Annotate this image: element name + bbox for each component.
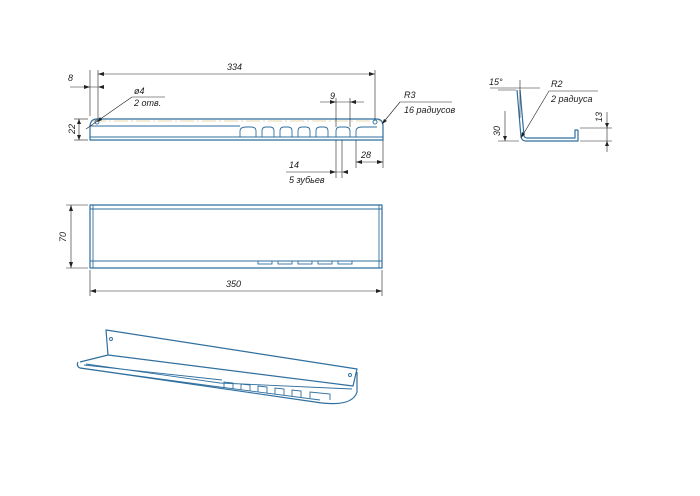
arrow — [77, 119, 81, 124]
arrow — [97, 117, 102, 122]
dim-teeth-count: 5 зубьев — [289, 175, 325, 185]
slot — [355, 126, 377, 137]
dim-corner-radius: R3 — [404, 90, 416, 100]
arrow — [356, 160, 362, 164]
arrow — [90, 289, 96, 293]
mounting-hole — [94, 119, 100, 125]
dim-length: 350 — [226, 279, 241, 289]
dim-bend-radius: R2 — [551, 79, 563, 89]
front-view — [89, 118, 384, 141]
arrow — [330, 170, 336, 174]
arrow — [330, 100, 336, 104]
arrow — [521, 132, 525, 138]
arrow — [605, 123, 609, 128]
iso-lip-top — [83, 364, 223, 381]
slot — [297, 126, 311, 137]
isometric-view — [76, 329, 358, 405]
slot — [223, 381, 234, 389]
dim-angle: 15° — [489, 77, 503, 87]
iso-floor-inner — [85, 363, 353, 390]
dim-wall-height: 30 — [492, 126, 502, 136]
slot — [315, 126, 329, 137]
iso-lip-bottom — [79, 367, 321, 401]
slot — [257, 385, 268, 393]
arrow — [69, 262, 73, 268]
iso-mounting-hole — [109, 337, 113, 341]
dim-lip-height: 13 — [594, 112, 604, 122]
section-profile-inner — [519, 89, 578, 139]
dim-hole: ø4 — [134, 86, 145, 96]
slot — [274, 387, 285, 395]
section-profile-outer — [516, 89, 579, 142]
slot — [317, 260, 333, 265]
slot — [257, 260, 273, 265]
arrow — [503, 136, 507, 141]
leader-bend-radius — [520, 90, 550, 139]
arrow — [605, 141, 609, 146]
slot — [309, 391, 331, 400]
dim-left-offset: 8 — [68, 73, 73, 83]
dim-right-offset: 28 — [360, 150, 371, 160]
dim-bend-radius-count: 2 радиуса — [550, 94, 593, 104]
slot — [240, 383, 251, 391]
slot — [279, 126, 293, 137]
slot — [335, 126, 351, 137]
iso-mounting-hole — [348, 373, 352, 377]
dim-total-length: 334 — [227, 62, 242, 72]
top-view-dimensions: 70 350 — [58, 204, 383, 296]
slot — [297, 260, 313, 265]
arrow — [69, 205, 73, 211]
dim-slot-width: 14 — [289, 160, 299, 170]
front-view-dimensions: 334 8 ø4 2 отв. 22 9 R3 16 радиусов 14 — [67, 62, 456, 185]
arrow — [376, 289, 382, 293]
dim-slot-pitch: 9 — [330, 91, 335, 101]
arrow — [77, 135, 81, 140]
slot — [277, 260, 293, 265]
arrow — [350, 100, 356, 104]
section-view-dimensions: 15° R2 2 радиуса 30 13 — [489, 77, 612, 152]
top-view — [89, 204, 383, 269]
top-view-outline — [89, 204, 383, 269]
dim-hole-count: 2 отв. — [133, 98, 161, 108]
mounting-hole — [372, 119, 378, 125]
arrow — [98, 85, 104, 89]
iso-back-wall — [105, 329, 358, 387]
arrow — [342, 170, 348, 174]
dim-width: 70 — [58, 232, 68, 242]
section-view — [516, 89, 579, 142]
slot — [291, 389, 302, 397]
dim-radius-count: 16 радиусов — [404, 105, 456, 115]
iso-slots — [223, 381, 331, 400]
slot — [239, 126, 257, 137]
arrow — [377, 160, 383, 164]
slot — [261, 126, 275, 137]
arrow — [369, 72, 375, 76]
arrow — [382, 119, 387, 124]
iso-floor-back — [79, 354, 109, 363]
iso-front-lip — [76, 361, 358, 405]
slot-row — [239, 126, 377, 137]
arrow — [98, 72, 104, 76]
dim-height: 22 — [67, 124, 77, 135]
arrow — [84, 85, 90, 89]
top-view-slots — [257, 260, 353, 265]
front-view-outline — [89, 118, 384, 141]
slot — [337, 260, 353, 265]
leader-hole — [85, 96, 133, 130]
